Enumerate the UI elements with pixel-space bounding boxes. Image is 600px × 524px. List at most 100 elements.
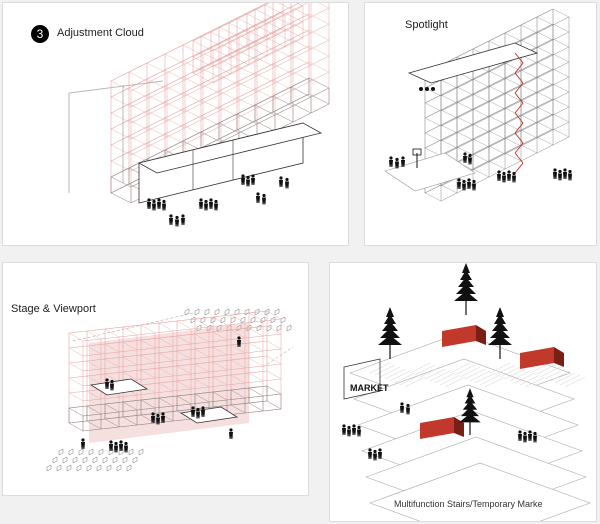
person-figure-icon: [262, 193, 266, 198]
person-figure-icon: [175, 215, 179, 220]
person-figure-icon: [201, 406, 205, 410]
cloud-scaffold-tie: [128, 87, 150, 99]
stage-scaffold-tie: [68, 392, 84, 402]
tower-scaffold-tie: [552, 113, 570, 123]
stage-scaffold-tie: [212, 346, 228, 356]
stage-scaffold-tie: [266, 355, 282, 365]
person-figure-icon: [229, 428, 233, 432]
stair-step: [414, 364, 436, 376]
chair-icon: [254, 308, 260, 316]
pine-tree-icon: [456, 284, 476, 294]
stage-scaffold-tie: [230, 344, 246, 354]
multifunction-stairs-drawing: MARKET: [342, 263, 591, 521]
person-figure-icon: [401, 160, 405, 167]
stage-scaffold-tie: [248, 342, 264, 352]
pine-tree-icon: [460, 270, 472, 280]
chair-icon: [190, 316, 196, 324]
stair-step: [514, 372, 536, 384]
panel-title-spotlight: Spotlight: [405, 19, 448, 31]
tower-scaffold-tie: [552, 8, 570, 18]
stage-scaffold-beam-back: [82, 378, 282, 402]
chair-icon: [92, 456, 98, 464]
stage-scaffold-beam-back: [82, 318, 282, 342]
cloud-upper-tie: [210, 47, 232, 59]
cloud-scaffold-tie: [110, 112, 132, 124]
stair-step: [509, 370, 531, 382]
cloud-upper-tie: [210, 31, 232, 43]
cloud-scaffold-beam: [110, 13, 310, 114]
screen-panel: [185, 329, 201, 431]
tower-scaffold-tie: [552, 68, 570, 78]
cloud-scaffold-tie: [146, 110, 168, 122]
cloud-upper-beam-back: [212, 37, 304, 84]
stage-scaffold-tie: [104, 343, 120, 353]
stage-scaffold-tie: [68, 377, 84, 387]
cloud-scaffold-beam: [110, 61, 310, 162]
stage-base-tie: [68, 422, 84, 432]
chair-icon: [112, 456, 118, 464]
person-figure-icon: [241, 178, 245, 185]
cloud-upper-tie: [296, 3, 304, 7]
chair-icon: [88, 448, 94, 456]
stage-scaffold-tie: [176, 350, 192, 360]
tower-scaffold-tie: [504, 32, 522, 42]
stage-scaffold-tie: [158, 337, 174, 347]
stair-step: [564, 376, 586, 388]
stair-step: [559, 374, 581, 386]
chair-icon: [76, 464, 82, 472]
person-figure-icon: [512, 171, 516, 176]
cloud-base-tie: [218, 122, 240, 134]
tower-scaffold-tie: [440, 94, 458, 104]
stage-scaffold-tie: [104, 373, 120, 383]
step-number-badge: 3: [31, 25, 49, 43]
stair-step: [389, 370, 411, 382]
cloud-scaffold-beam-back: [130, 3, 308, 92]
red-stair: [514, 72, 524, 84]
stage-base-tie: [194, 393, 210, 403]
panel-spotlight: Spotlight: [364, 2, 597, 246]
stair-step: [489, 362, 511, 374]
tower-scaffold-tie: [536, 61, 554, 71]
stage-base-tie: [122, 416, 138, 426]
chair-icon: [122, 456, 128, 464]
cloud-upper-tie: [264, 36, 286, 48]
person-figure-icon: [347, 429, 351, 437]
chair-icon: [194, 308, 200, 316]
stage-scaffold-tie: [122, 371, 138, 381]
person-figure-icon: [373, 453, 377, 461]
stage-base-tie: [104, 403, 120, 413]
stage-viewport-drawing: [46, 308, 294, 472]
cloud-upper-beam-back: [212, 21, 304, 68]
person-figure-icon: [204, 199, 208, 204]
stair-step: [434, 372, 456, 384]
pine-tree-icon: [461, 407, 479, 417]
person-figure-icon: [400, 402, 404, 406]
person-figure-icon: [347, 425, 351, 430]
chair-icon: [250, 316, 256, 324]
stair-step: [454, 364, 476, 376]
person-figure-icon: [175, 219, 179, 227]
person-figure-icon: [81, 438, 85, 442]
box-top: [137, 122, 323, 174]
tower-scaffold-tie: [536, 46, 554, 56]
market-stall: [520, 347, 554, 369]
red-stair: [514, 62, 524, 74]
stage-scaffold-tie: [104, 358, 120, 368]
tower-scaffold-tie: [552, 83, 570, 93]
tower-scaffold-tie: [440, 139, 458, 149]
chair-icon: [280, 316, 286, 324]
tower-scaffold-tie: [456, 116, 474, 126]
cloud-scaffold-tie: [146, 94, 168, 106]
stage-scaffold-tie: [86, 360, 102, 370]
cloud-scaffold-tie: [318, 3, 330, 9]
cloud-scaffold-tie: [182, 124, 204, 136]
cloud-upper-tie: [282, 27, 304, 39]
stair-step: [409, 362, 431, 374]
red-stair: [514, 82, 524, 94]
person-figure-icon: [342, 424, 346, 428]
person-figure-icon: [169, 214, 173, 218]
stage-scaffold-tie: [122, 326, 138, 336]
chair-icon: [78, 448, 84, 456]
person-figure-icon: [119, 440, 123, 444]
cloud-upper-tie: [246, 29, 268, 41]
